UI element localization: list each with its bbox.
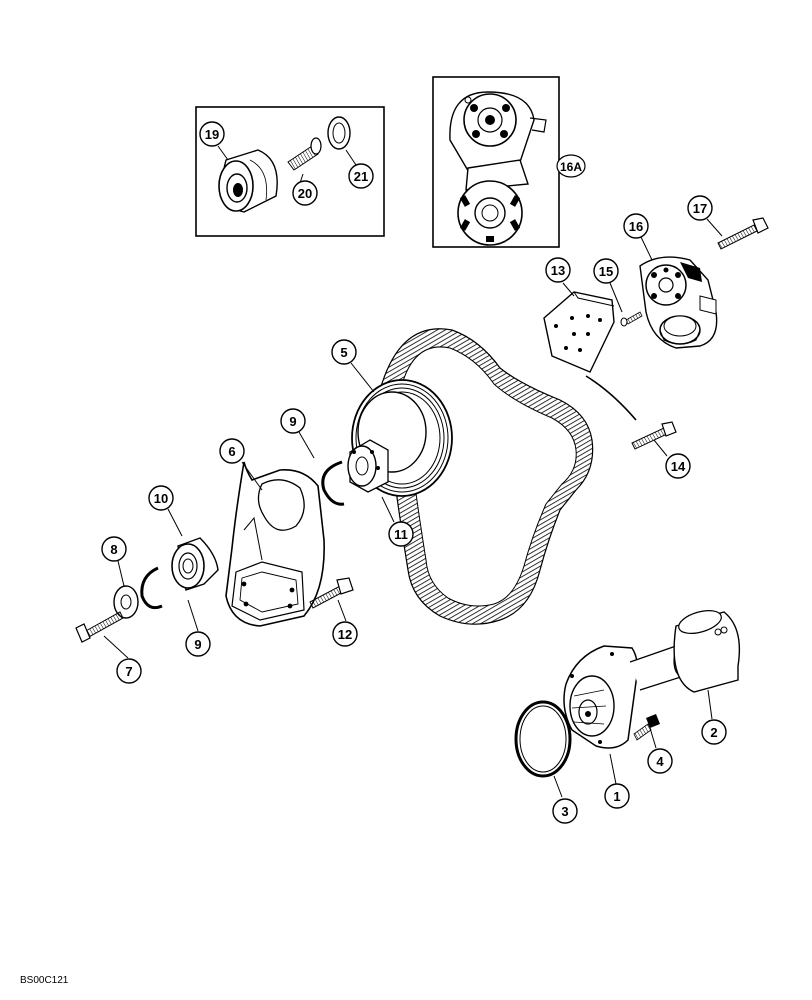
callout-label: 20 (298, 186, 312, 201)
callout-label: 4 (656, 754, 664, 769)
idler-inset-box (195, 106, 385, 237)
callout-11: 11 (388, 521, 414, 547)
idler-bolt (287, 137, 322, 171)
callout-5: 5 (331, 339, 357, 365)
callout-label: 16 (629, 219, 643, 234)
callout-label: 5 (340, 345, 347, 360)
callout-label: 6 (228, 444, 235, 459)
callout-label: 8 (110, 542, 117, 557)
idler-mounting-bracket (225, 461, 325, 627)
pump-bolt (633, 714, 660, 741)
water-pump (563, 645, 687, 749)
callout-2: 2 (701, 719, 727, 745)
snap-ring-lower (140, 566, 163, 610)
leader-lines (103, 218, 723, 798)
callout-15: 15 (593, 258, 619, 284)
callout-10: 10 (148, 485, 174, 511)
callout-19: 19 (199, 121, 225, 147)
tensioner-bolt (717, 217, 769, 250)
bracket-bolt-12 (309, 577, 354, 609)
callout-21: 21 (348, 163, 374, 189)
callout-label: 14 (671, 459, 686, 474)
callout-9-upper: 9 (280, 408, 306, 434)
callout-16: 16 (623, 213, 649, 239)
callout-label: 11 (394, 527, 408, 542)
callout-label: 10 (154, 491, 168, 506)
callout-label: 17 (693, 201, 707, 216)
pulley-bolt (75, 611, 124, 643)
bracket-bolt-14 (631, 421, 677, 450)
callout-label: 12 (338, 627, 352, 642)
inset-label-16a: 16A (560, 160, 582, 174)
idler-pulley (218, 149, 278, 213)
callout-label: 2 (710, 725, 717, 740)
drawing-code: BS00C121 (20, 975, 69, 986)
pulley-hub (347, 439, 389, 493)
callout-label: 13 (551, 263, 565, 278)
callout-label: 21 (354, 169, 368, 184)
callout-6: 6 (219, 438, 245, 464)
callout-8: 8 (101, 536, 127, 562)
callout-1: 1 (604, 783, 630, 809)
idler-bearing (171, 537, 219, 591)
callout-label: 3 (561, 804, 568, 819)
callout-label: 1 (613, 789, 620, 804)
callout-label: 9 (194, 637, 201, 652)
callout-17: 17 (687, 195, 713, 221)
callout-label: 19 (205, 127, 219, 142)
callout-12: 12 (332, 621, 358, 647)
callout-7: 7 (116, 658, 142, 684)
callout-4: 4 (647, 748, 673, 774)
washer (113, 585, 139, 619)
callout-13: 13 (545, 257, 571, 283)
callout-label: 7 (125, 664, 132, 679)
snap-ring-upper (321, 460, 345, 506)
pump-sleeve (673, 610, 741, 693)
callout-3: 3 (552, 798, 578, 824)
callout-14: 14 (665, 453, 691, 479)
tensioner-bracket (543, 291, 615, 373)
callout-9-lower: 9 (185, 631, 211, 657)
belt-tensioner (639, 256, 718, 349)
pump-gasket (514, 700, 572, 778)
idler-washer (327, 116, 351, 150)
callout-20: 20 (292, 180, 318, 206)
tensioner-inset-box: 16A (432, 76, 586, 248)
bracket-bolt-15 (620, 311, 643, 327)
callout-label: 15 (599, 264, 613, 279)
callout-label: 9 (289, 414, 296, 429)
